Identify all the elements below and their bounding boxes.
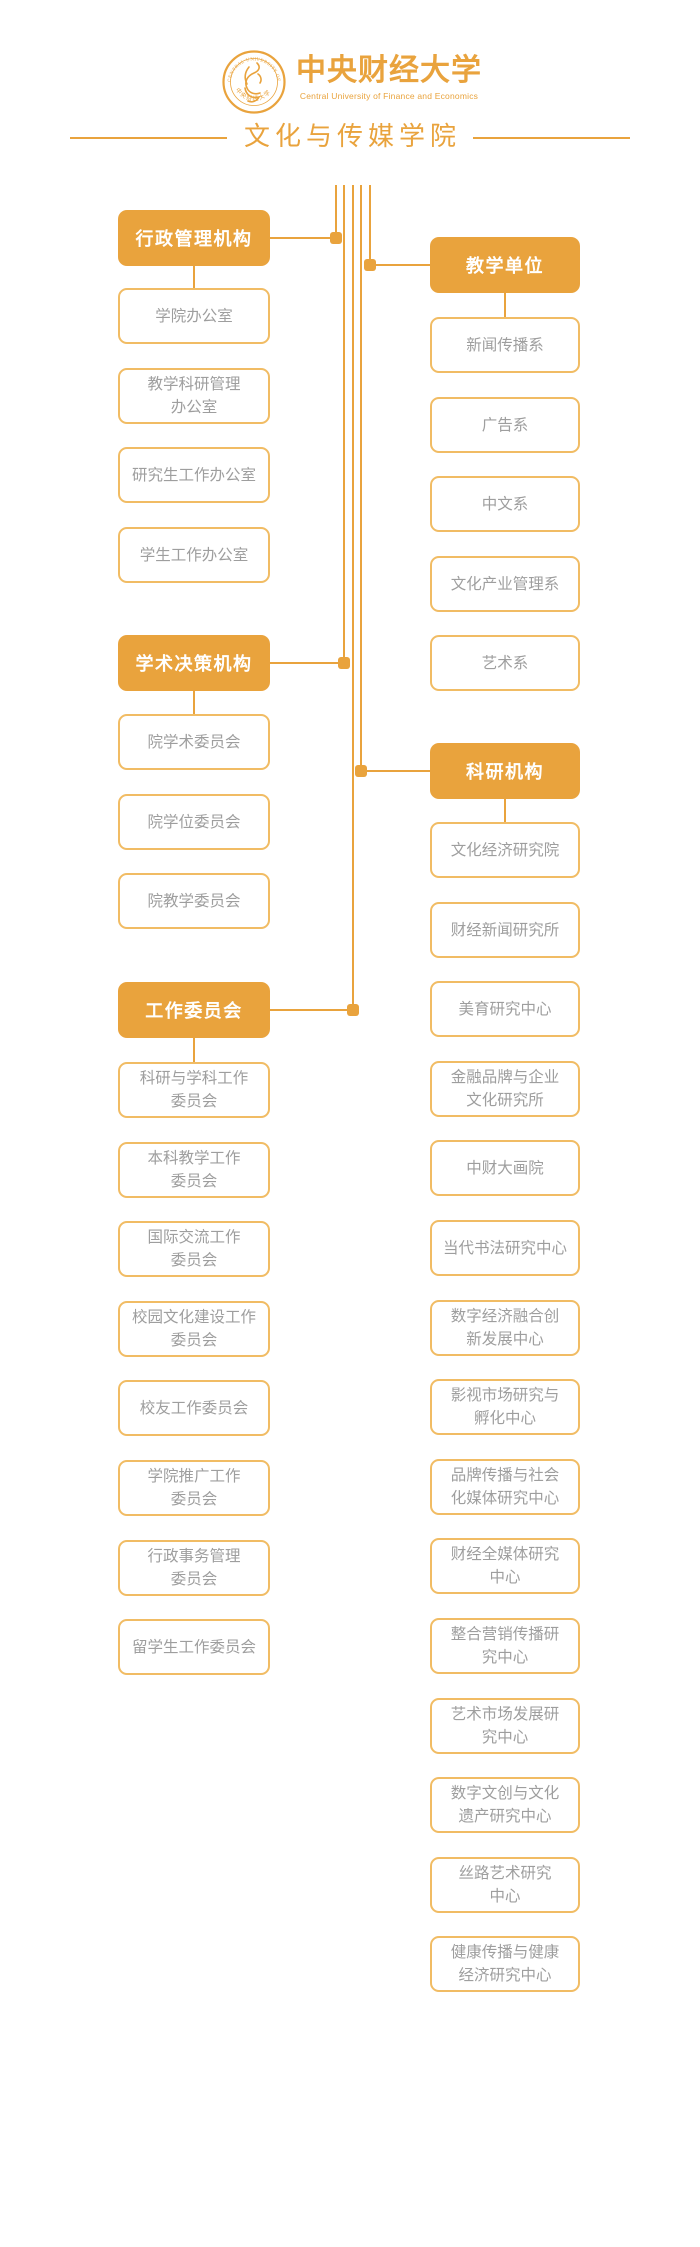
org-node: 研究生工作办公室: [118, 447, 270, 503]
org-node: 艺术市场发展研 究中心: [430, 1698, 580, 1754]
title-divider-right: [473, 137, 630, 139]
org-node: 整合营销传播研 究中心: [430, 1618, 580, 1674]
trunk-line-admin: [335, 185, 337, 238]
parent-child-connector-admin: [193, 266, 195, 288]
junction-dot-committees: [347, 1004, 359, 1016]
branch-header-admin: 行政管理机构: [118, 210, 270, 266]
university-name-zh: 中央财经大学: [296, 53, 482, 88]
org-node: 文化产业管理系: [430, 556, 580, 612]
org-node: 影视市场研究与 孵化中心: [430, 1379, 580, 1435]
org-node: 院教学委员会: [118, 873, 270, 929]
org-node: 中文系: [430, 476, 580, 532]
org-node: 新闻传播系: [430, 317, 580, 373]
branch-header-research: 科研机构: [430, 743, 580, 799]
university-name-block: 中央财经大学 Central University of Finance and…: [294, 53, 484, 102]
trunk-line-committees: [352, 185, 354, 1010]
org-node: 教学科研管理 办公室: [118, 368, 270, 424]
org-node: 数字经济融合创 新发展中心: [430, 1300, 580, 1356]
org-node: 学生工作办公室: [118, 527, 270, 583]
university-name-en: Central University of Finance and Econom…: [299, 91, 479, 101]
trunk-line-academic: [343, 185, 345, 663]
org-node: 财经新闻研究所: [430, 902, 580, 958]
parent-child-connector-teaching: [504, 293, 506, 317]
phoenix-emblem-icon: [244, 62, 262, 103]
org-node: 学院办公室: [118, 288, 270, 344]
parent-child-connector-research: [504, 799, 506, 822]
branch-connector-committees: [270, 1009, 353, 1011]
junction-dot-research: [355, 765, 367, 777]
org-node: 校友工作委员会: [118, 1380, 270, 1436]
junction-dot-academic: [338, 657, 350, 669]
org-node: 院学术委员会: [118, 714, 270, 770]
org-node: 本科教学工作 委员会: [118, 1142, 270, 1198]
org-node: 金融品牌与企业 文化研究所: [430, 1061, 580, 1117]
org-node: 国际交流工作 委员会: [118, 1221, 270, 1277]
college-title: 文化与传媒学院: [243, 121, 461, 151]
trunk-line-teaching: [369, 185, 371, 265]
branch-connector-teaching: [370, 264, 430, 266]
branch-header-committees: 工作委员会: [118, 982, 270, 1038]
org-node: 中财大画院: [430, 1140, 580, 1196]
junction-dot-admin: [330, 232, 342, 244]
org-node: 美育研究中心: [430, 981, 580, 1037]
org-node: 丝路艺术研究 中心: [430, 1857, 580, 1913]
org-node: 文化经济研究院: [430, 822, 580, 878]
org-node: 数字文创与文化 遗产研究中心: [430, 1777, 580, 1833]
org-node: 艺术系: [430, 635, 580, 691]
parent-child-connector-academic: [193, 691, 195, 714]
branch-header-academic: 学术决策机构: [118, 635, 270, 691]
org-node: 院学位委员会: [118, 794, 270, 850]
org-node: 广告系: [430, 397, 580, 453]
org-node: 当代书法研究中心: [430, 1220, 580, 1276]
branch-header-teaching: 教学单位: [430, 237, 580, 293]
university-seal-icon: Central University of Finance and Econom…: [222, 50, 286, 114]
branch-connector-research: [361, 770, 430, 772]
org-node: 学院推广工作 委员会: [118, 1460, 270, 1516]
trunk-line-research: [360, 185, 362, 771]
org-node: 健康传播与健康 经济研究中心: [430, 1936, 580, 1992]
org-node: 品牌传播与社会 化媒体研究中心: [430, 1459, 580, 1515]
branch-connector-admin: [270, 237, 336, 239]
parent-child-connector-committees: [193, 1038, 195, 1062]
org-node: 科研与学科工作 委员会: [118, 1062, 270, 1118]
org-node: 财经全媒体研究 中心: [430, 1538, 580, 1594]
org-node: 留学生工作委员会: [118, 1619, 270, 1675]
junction-dot-teaching: [364, 259, 376, 271]
title-divider-left: [70, 137, 227, 139]
branch-connector-academic: [270, 662, 344, 664]
org-node: 校园文化建设工作 委员会: [118, 1301, 270, 1357]
org-node: 行政事务管理 委员会: [118, 1540, 270, 1596]
